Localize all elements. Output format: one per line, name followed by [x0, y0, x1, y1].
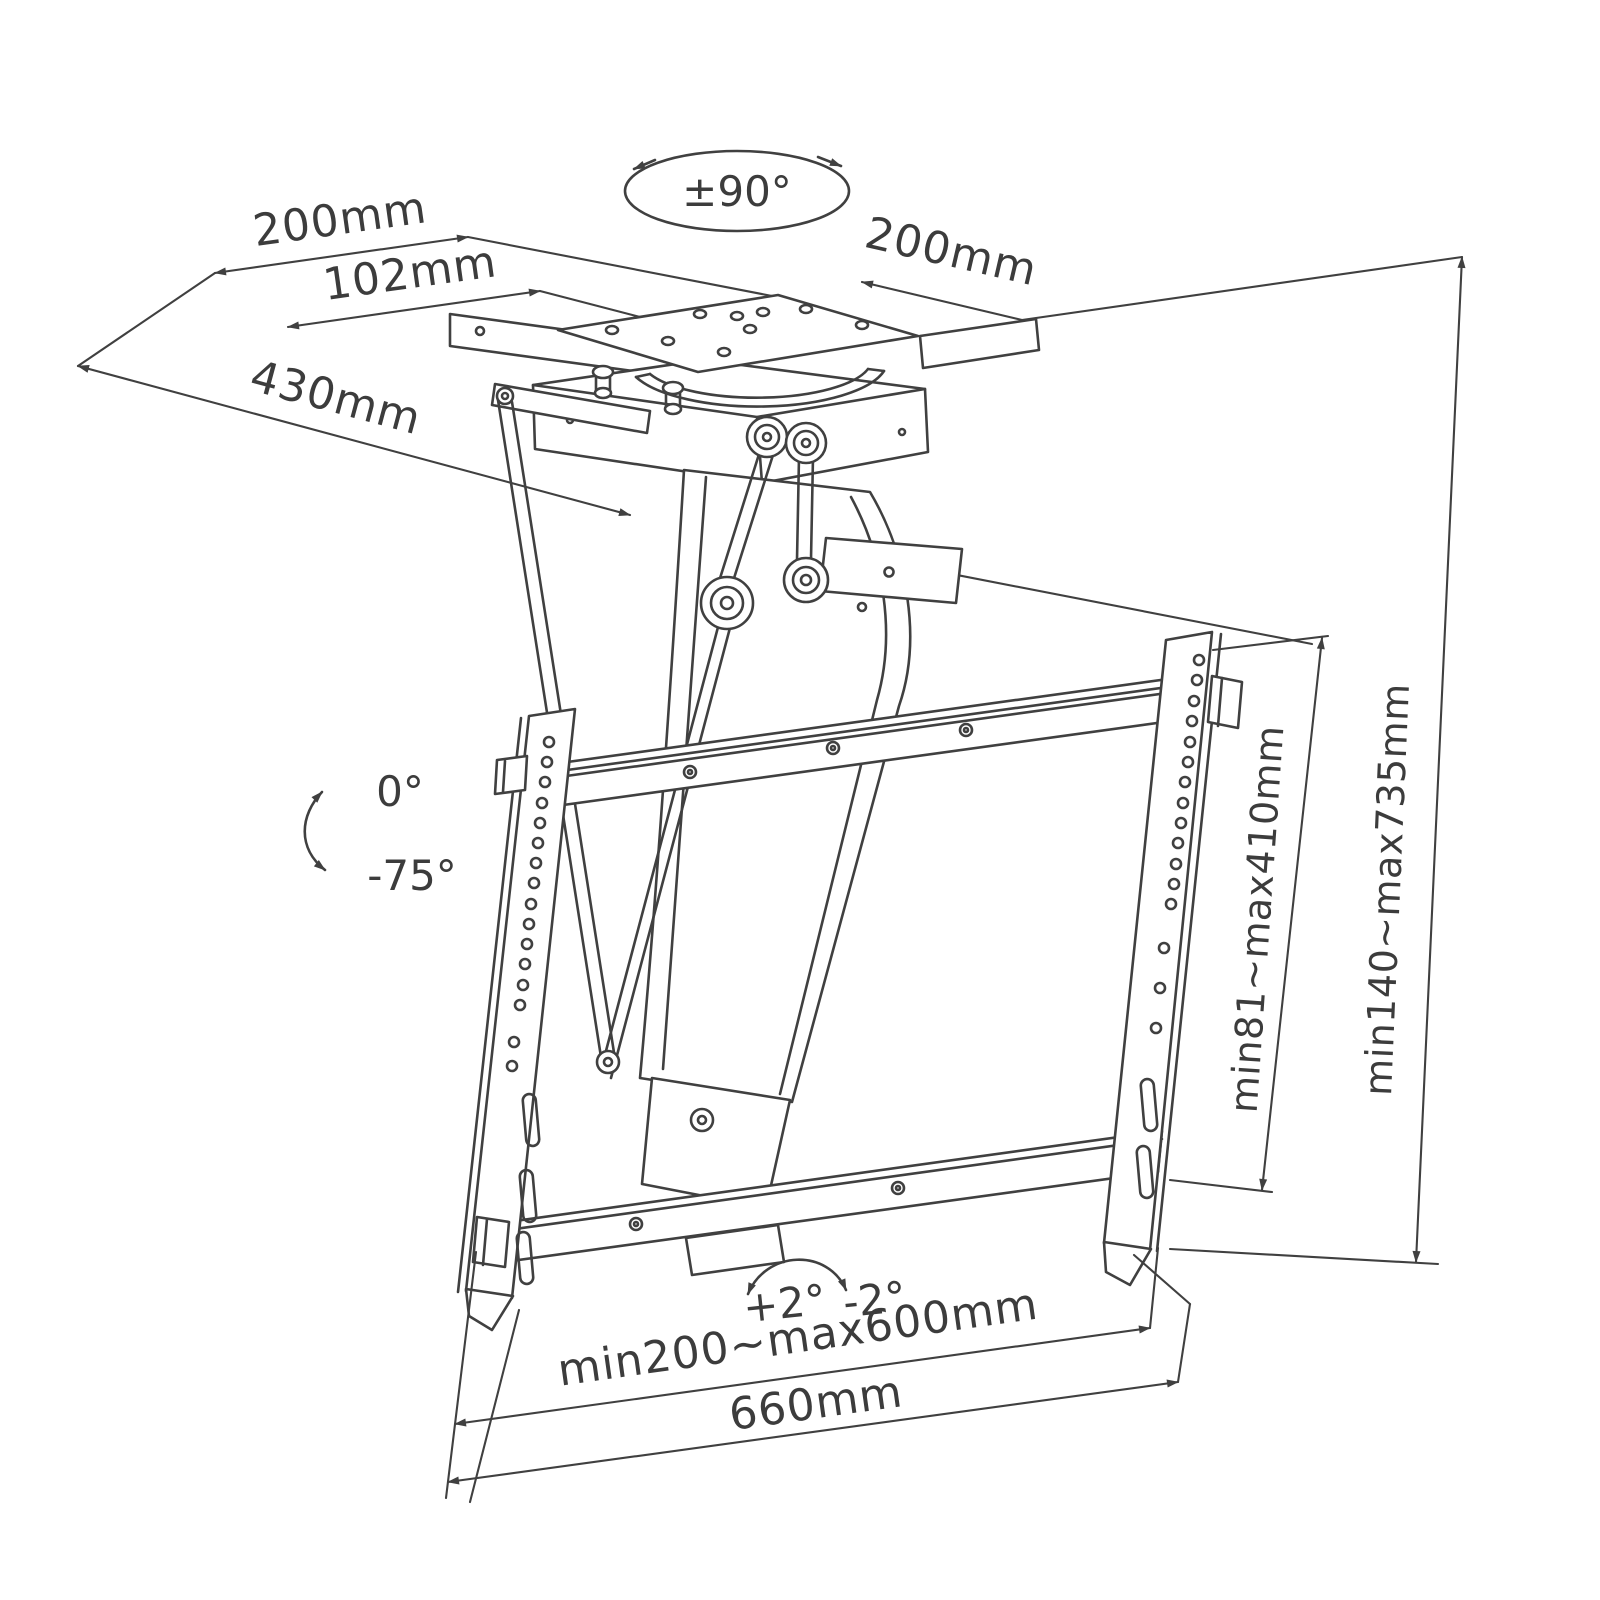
level-angle-indicator: [746, 1258, 848, 1296]
link-brace: [818, 536, 964, 605]
label-rotation-range: ±90°: [682, 167, 792, 216]
label-level-adjust-minus: -2°: [841, 1272, 909, 1327]
dimension-bracket-width: [446, 1253, 1192, 1485]
pulleys: [699, 415, 830, 631]
dimension-vesa-height: [1168, 634, 1330, 1194]
rotation-indicator: [623, 149, 851, 233]
dimension-depth: [76, 364, 632, 517]
label-ceiling-plate-side: 200mm: [860, 207, 1042, 296]
label-ceiling-plate-depth: 430mm: [245, 351, 427, 445]
dimension-inner-width: [286, 288, 542, 330]
pivot-bracket: [490, 382, 652, 435]
upper-crossbar: [554, 673, 1199, 808]
ceiling-plate: [556, 293, 920, 374]
fold-angle-indicator: [303, 790, 327, 872]
dimension-drop-height: [1168, 255, 1466, 1266]
right-vesa-rail: [1102, 630, 1244, 1287]
label-fold-angle-max: 0°: [376, 767, 424, 816]
label-bracket-width: 660mm: [726, 1366, 906, 1441]
label-level-adjust-plus: +2°: [741, 1275, 829, 1332]
left-vesa-rail: [456, 707, 577, 1332]
dimension-side-width: [860, 280, 1024, 322]
label-fold-angle-min: -75°: [367, 851, 457, 900]
label-vesa-height-range: min81~max410mm: [1222, 724, 1293, 1114]
standoff-pins: [591, 364, 685, 416]
dimension-ceiling-width: [213, 234, 470, 276]
label-drop-height-range: min140~max735mm: [1356, 682, 1418, 1096]
lower-crossbar: [502, 1129, 1164, 1264]
